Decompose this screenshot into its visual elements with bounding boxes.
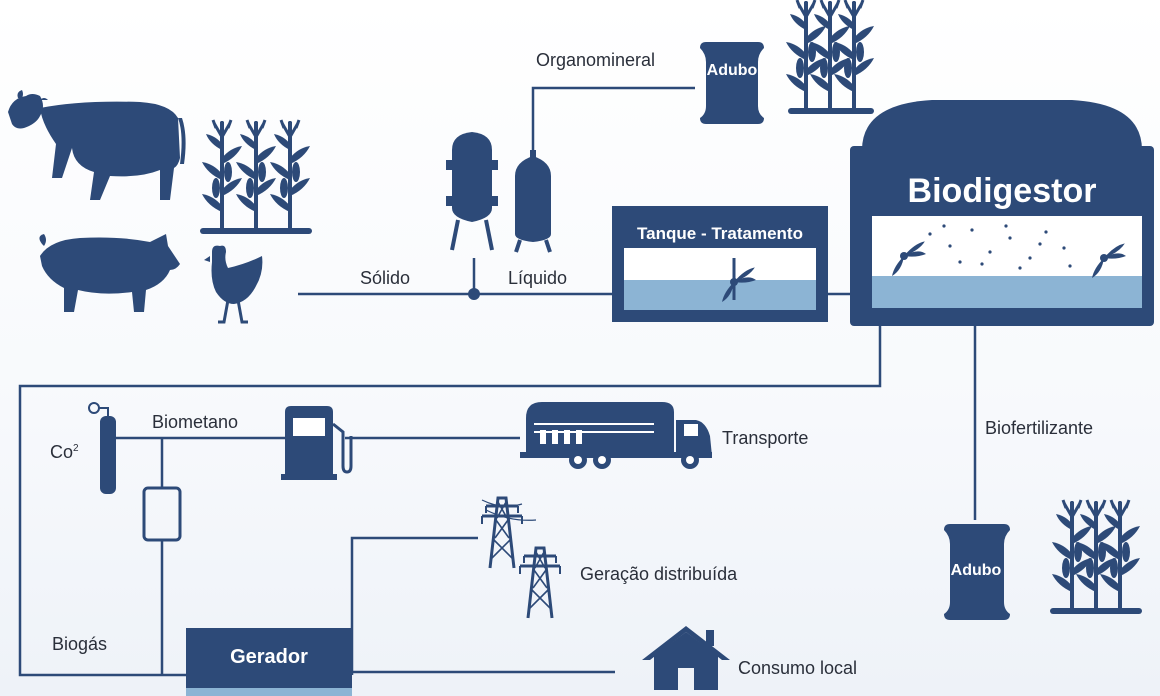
junction-dot [468, 288, 480, 300]
co2-superscript: 2 [73, 443, 79, 454]
sack-icon-bottom [944, 524, 1010, 620]
liquido-label: Líquido [508, 268, 568, 288]
biogas-label: Biogás [52, 634, 108, 654]
biometano-label: Biometano [152, 412, 239, 432]
treatment-tank [612, 206, 828, 322]
separator-icon [446, 132, 552, 253]
consumo-label: Consumo local [738, 658, 858, 678]
gas-cylinder-icon [88, 402, 116, 494]
sack-icon-top [700, 42, 764, 124]
chicken-icon [204, 245, 263, 324]
truck-icon [520, 402, 712, 469]
transporte-label: Transporte [722, 428, 809, 448]
fuel-pump-icon [281, 406, 353, 480]
corn-icon [200, 118, 312, 234]
generator-box [186, 628, 352, 696]
biofertilizante-label: Biofertilizante [985, 418, 1094, 438]
co2-text: Co [50, 442, 74, 462]
power-tower-icon [480, 496, 562, 620]
flow-lines [18, 86, 977, 677]
adubo-top-label: Adubo [706, 62, 758, 79]
corn-icon-top [784, 0, 876, 114]
solido-label: Sólido [360, 268, 411, 288]
pig-icon [39, 234, 180, 312]
biodigestor-tank [850, 100, 1154, 326]
gerador-label: Gerador [230, 646, 308, 668]
cow-icon [8, 90, 186, 200]
organomineral-label: Organomineral [536, 50, 656, 70]
meter-icon [142, 486, 182, 542]
tanque-label: Tanque - Tratamento [637, 224, 803, 243]
co2-label: Co2 [50, 442, 79, 463]
adubo-bottom-label: Adubo [950, 562, 1002, 579]
house-icon [642, 626, 730, 690]
geracao-label: Geração distribuída [580, 564, 738, 584]
biodigestor-label: Biodigestor [907, 172, 1097, 210]
corn-icon-bottom [1050, 498, 1142, 614]
